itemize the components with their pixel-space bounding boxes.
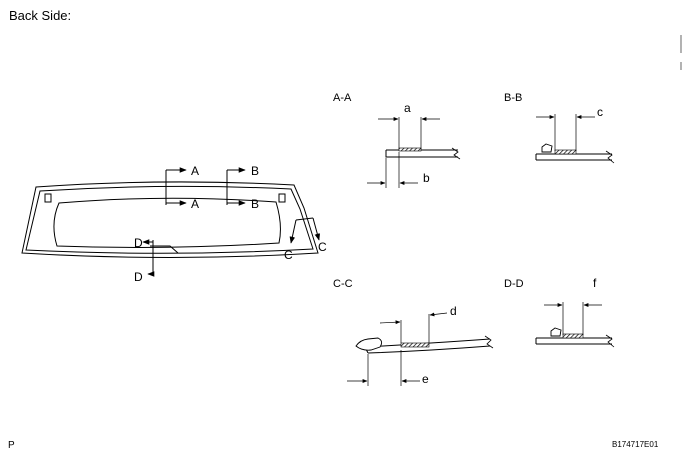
glass-inner-edge (25, 185, 314, 254)
cut-label-a-bottom: A (191, 197, 199, 211)
dimension-label-b: b (423, 171, 430, 185)
section-b-b-title: B-B (504, 92, 522, 104)
section-c-c: C-C d e (333, 278, 494, 386)
dimension-label-f: f (593, 276, 597, 290)
adhesive-bead-b (554, 149, 577, 155)
document-code: B174717E01 (612, 440, 659, 449)
cut-label-d-bottom: D (134, 270, 143, 284)
section-b-b: B-B c (504, 92, 615, 164)
section-a-a: A-A a b (333, 92, 461, 188)
section-d-d-title: D-D (504, 278, 524, 290)
adhesive-bead-d (562, 333, 584, 339)
corner-label: P (8, 440, 15, 451)
adhesive-bead-c (400, 342, 430, 348)
cut-label-b-bottom: B (251, 197, 259, 211)
page-title: Back Side: (9, 8, 72, 23)
cut-label-c-left: C (284, 248, 293, 262)
section-cut-c: C C (284, 217, 327, 262)
outline-notch-d (150, 245, 179, 254)
mounting-clip-left (44, 193, 52, 203)
section-c-c-title: C-C (333, 278, 353, 290)
glass-profile-b (535, 153, 612, 161)
mounting-clip-right (278, 193, 286, 203)
dimension-label-c: c (597, 105, 603, 119)
glass-profile-d (535, 337, 612, 345)
adhesive-bead-a (398, 147, 422, 152)
glass-outer-edge (21, 181, 319, 258)
glass-profile-a (385, 149, 458, 158)
clip-d (550, 327, 562, 337)
section-a-a-title: A-A (333, 92, 352, 104)
dimension-label-e: e (422, 372, 429, 386)
adhesive-line (53, 197, 281, 248)
dimension-label-a: a (404, 101, 411, 115)
section-cut-b: B B (226, 164, 259, 211)
cut-label-c-right: C (318, 240, 327, 254)
clip-b (541, 143, 553, 153)
section-cut-d: D D (134, 236, 155, 284)
dimension-label-d: d (450, 304, 457, 318)
back-window-glass (21, 181, 319, 258)
cut-label-d-top: D (134, 236, 143, 250)
cut-label-a-top: A (191, 164, 199, 178)
molding-c (355, 337, 383, 351)
cut-label-b-top: B (251, 164, 259, 178)
section-cut-a: A A (165, 164, 199, 211)
section-d-d: D-D f (504, 276, 615, 348)
